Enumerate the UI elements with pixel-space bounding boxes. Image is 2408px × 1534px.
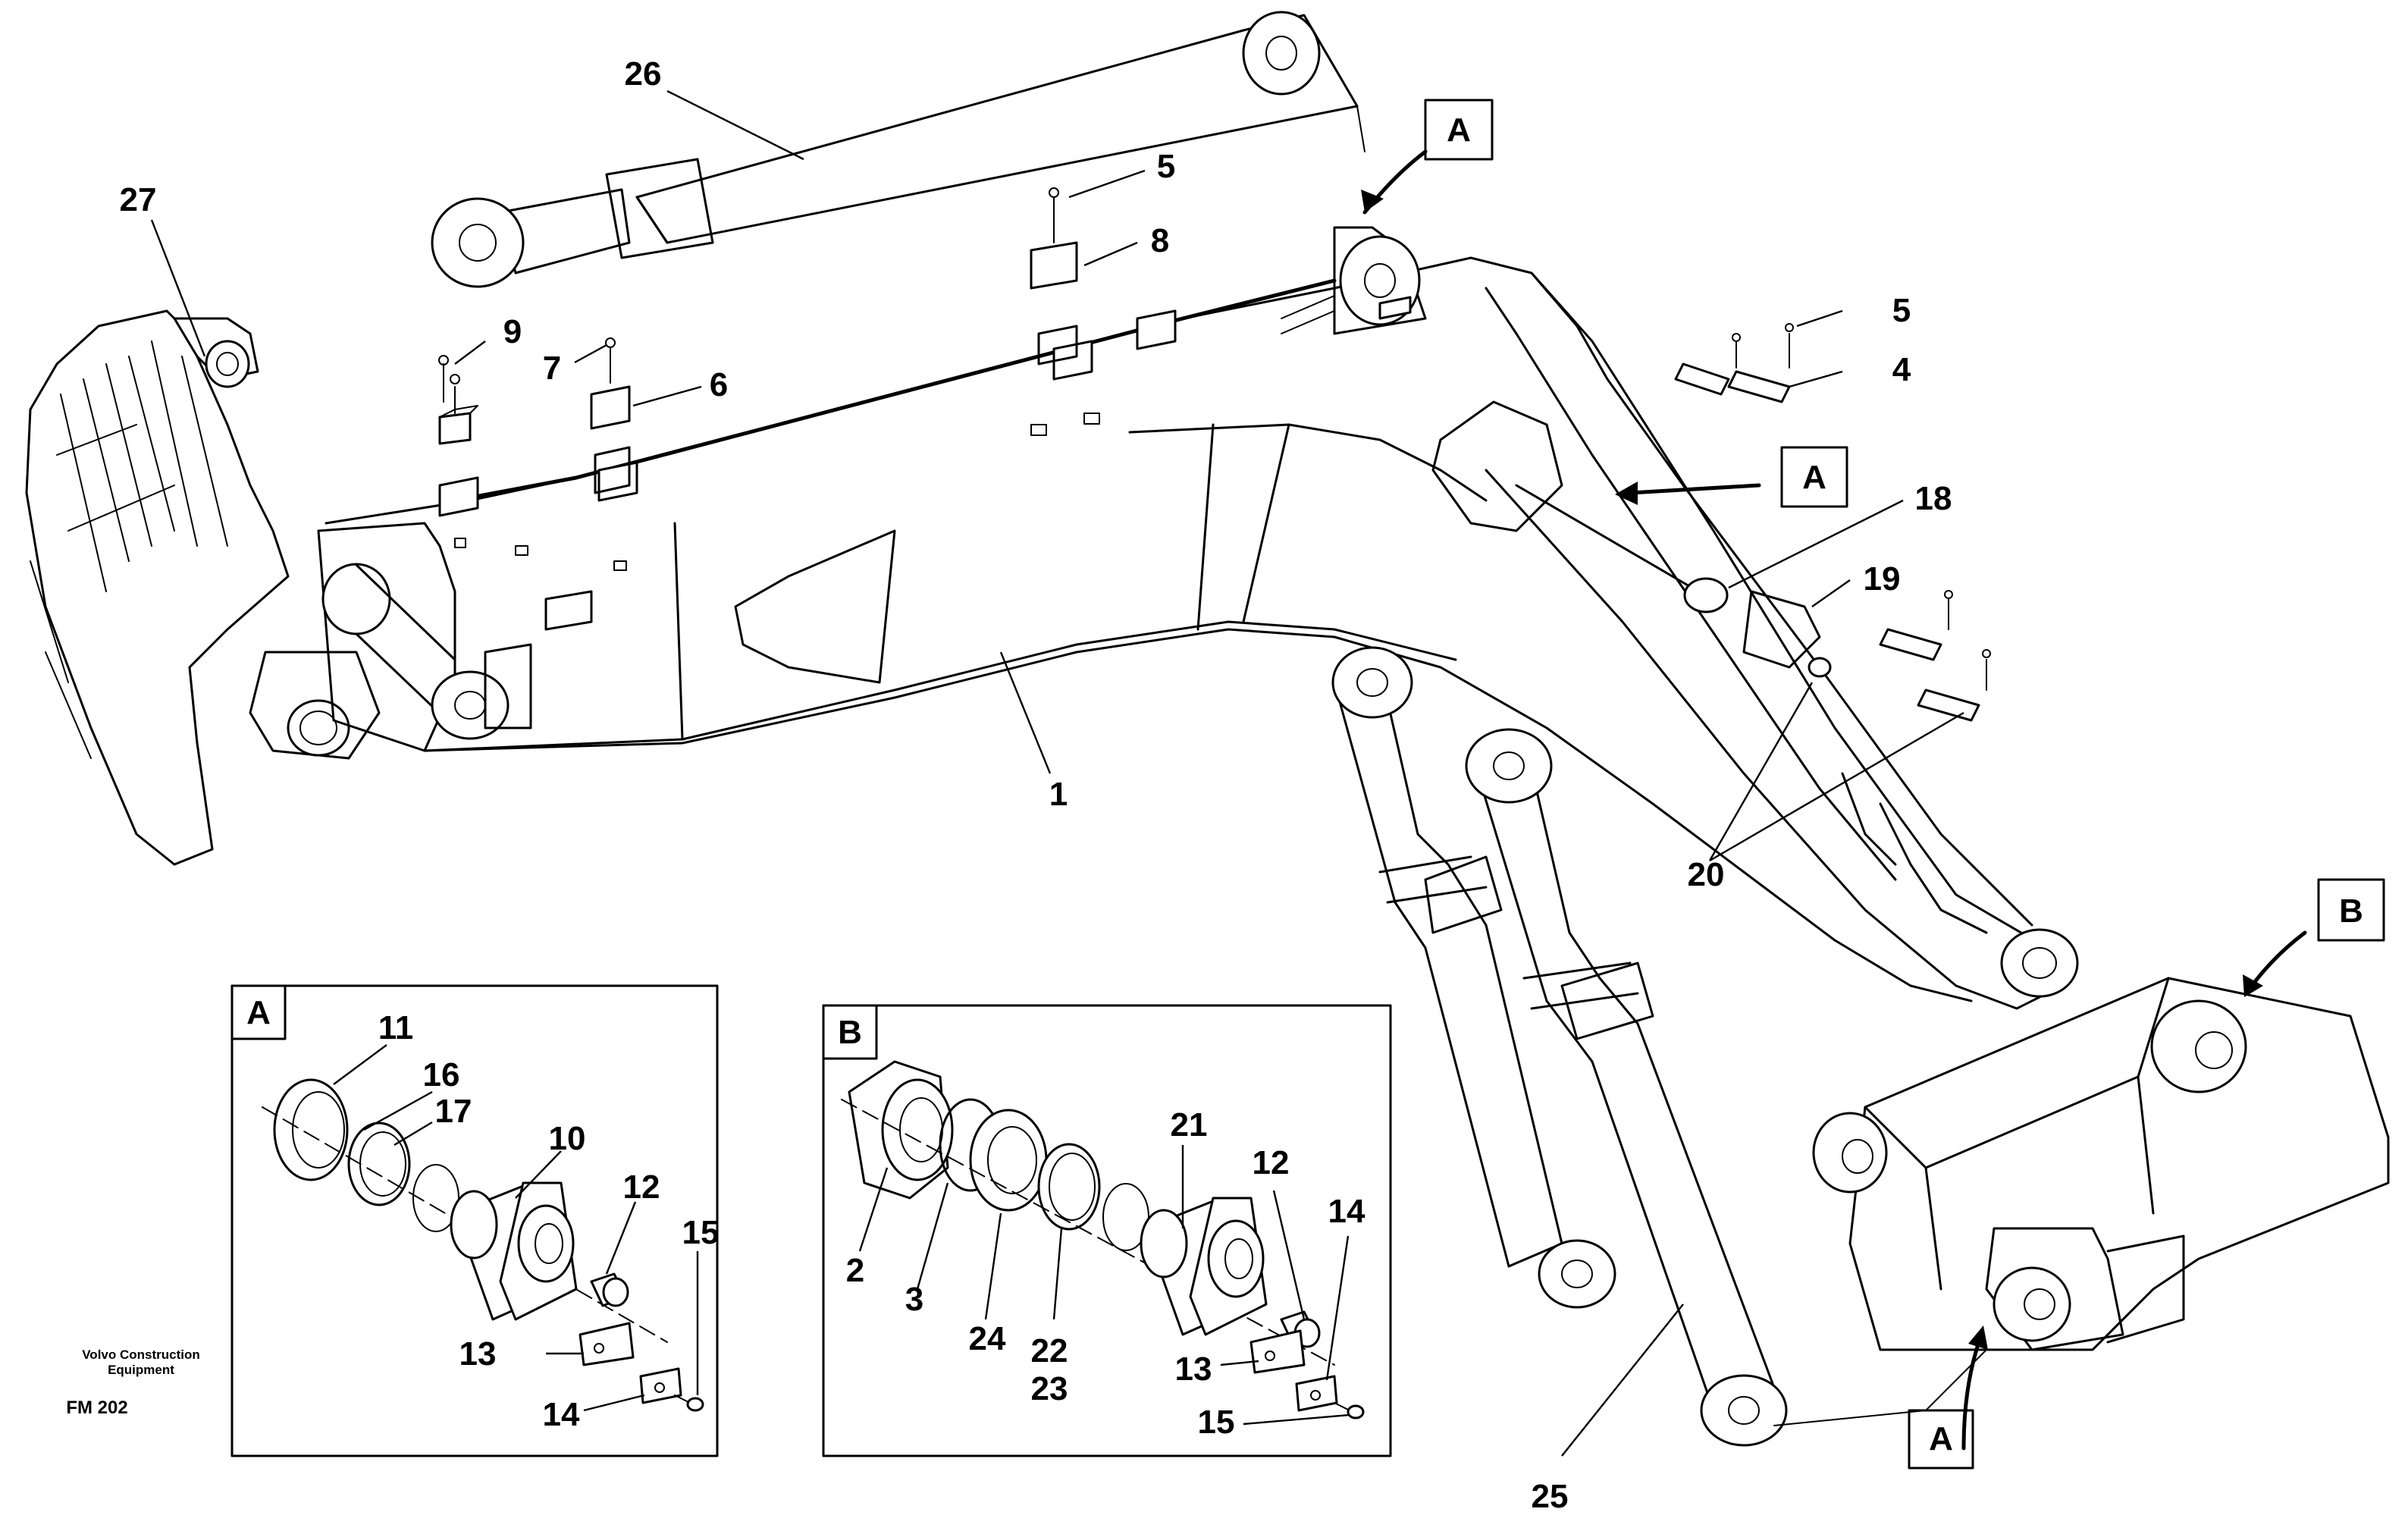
inset-a-callouts: 11 16 17 10 12 15 13 14 [378, 1009, 720, 1433]
view-marker-B: B [2317, 878, 2385, 942]
callout-4: 4 [1892, 351, 1911, 388]
hose-clamps-hardware [438, 187, 1991, 722]
callout-numbers-main: 26 27 5 8 9 7 6 5 4 18 19 20 1 25 [120, 55, 1952, 1515]
callout-5-rear: 5 [1892, 292, 1911, 329]
svg-text:B: B [838, 1014, 862, 1051]
callout-19: 19 [1864, 560, 1901, 598]
callout-a-10: 10 [549, 1120, 586, 1157]
boom-part-1 [317, 226, 2079, 1010]
callout-a-13: 13 [459, 1335, 497, 1372]
boom-cylinders-part-25 [1331, 646, 1788, 1447]
inset-b-callouts: 21 12 14 2 3 24 22 23 13 15 [846, 1106, 1365, 1441]
callout-6: 6 [710, 366, 728, 403]
callout-b-12: 12 [1253, 1144, 1290, 1181]
stick-cylinder-part-26 [431, 11, 1359, 288]
svg-text:B: B [2339, 892, 2363, 930]
callout-b-13: 13 [1175, 1350, 1212, 1388]
callout-b-21: 21 [1171, 1106, 1208, 1143]
svg-text:A: A [246, 994, 271, 1031]
callout-b-14: 14 [1328, 1193, 1365, 1230]
callout-7: 7 [543, 350, 561, 387]
callout-8: 8 [1151, 222, 1169, 259]
callout-b-2: 2 [846, 1252, 864, 1289]
credit-line-1: Volvo Construction [82, 1347, 200, 1362]
svg-text:A: A [1802, 459, 1826, 496]
leader-lines-main [150, 89, 1964, 1457]
callout-a-15: 15 [682, 1214, 720, 1251]
callout-a-12: 12 [623, 1169, 660, 1206]
svg-text:A: A [1447, 111, 1471, 149]
stick-assembly [1356, 105, 2390, 1426]
callout-b-22: 22 [1031, 1332, 1068, 1369]
inset-b-box: B [822, 1004, 1392, 1457]
callout-b-23: 23 [1031, 1370, 1068, 1407]
callout-b-15: 15 [1198, 1404, 1235, 1441]
callout-a-11: 11 [378, 1009, 414, 1046]
machine-frame-outline [25, 309, 381, 866]
callout-5-top: 5 [1157, 148, 1175, 185]
view-marker-A-top: A [1424, 99, 1494, 161]
callout-a-14: 14 [543, 1396, 580, 1433]
publisher-credit: Volvo Construction Equipment FM 202 [66, 1347, 199, 1418]
callout-b-3: 3 [905, 1281, 923, 1318]
callout-1: 1 [1049, 776, 1068, 813]
callout-a-17: 17 [435, 1093, 472, 1130]
inset-a-box: A [230, 984, 719, 1457]
callout-25: 25 [1532, 1478, 1569, 1515]
callout-26: 26 [625, 55, 662, 93]
callout-27: 27 [120, 181, 157, 218]
callout-a-16: 16 [423, 1056, 460, 1093]
callout-20: 20 [1688, 856, 1725, 893]
callout-b-24: 24 [969, 1320, 1006, 1357]
view-marker-A-bottom: A [1908, 1409, 1974, 1470]
callout-18: 18 [1915, 480, 1952, 517]
figure-code: FM 202 [66, 1398, 127, 1418]
callout-9: 9 [503, 313, 522, 350]
credit-line-2: Equipment [108, 1363, 174, 1377]
view-marker-arrows [1361, 149, 2307, 1451]
view-marker-A-middle: A [1780, 446, 1848, 508]
svg-text:A: A [1929, 1420, 1953, 1457]
